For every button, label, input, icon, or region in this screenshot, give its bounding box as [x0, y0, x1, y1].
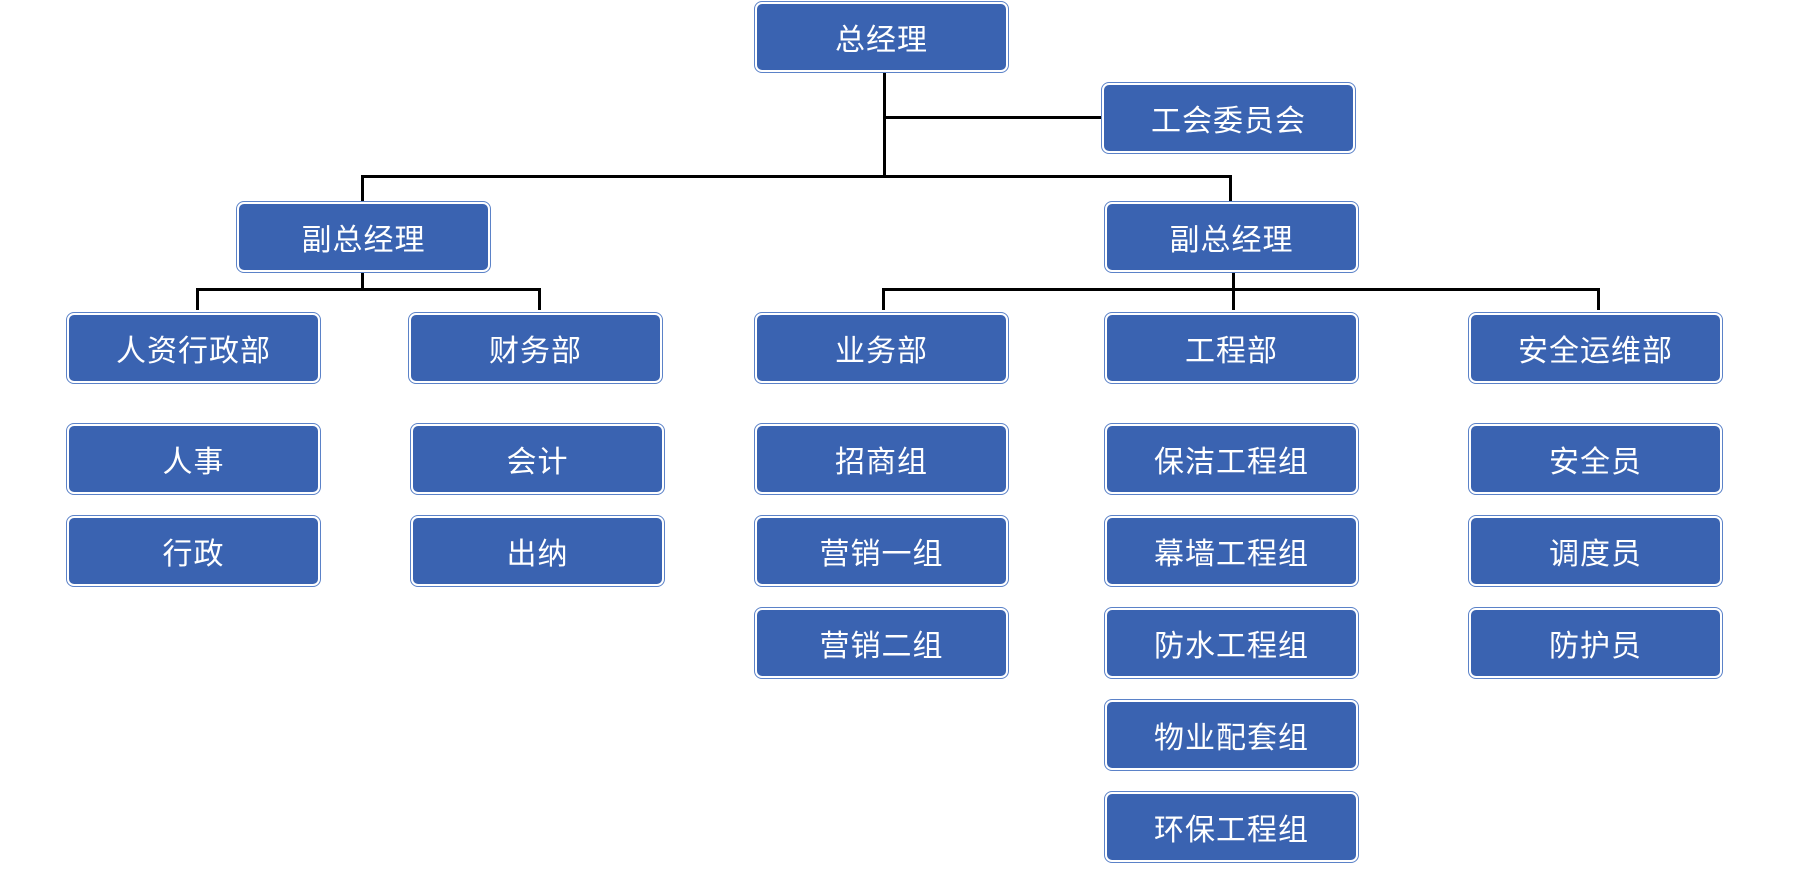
- connector-vp-left-drop: [361, 175, 364, 201]
- unit-box: 保洁工程组: [1104, 423, 1359, 495]
- unit-box: 物业配套组: [1104, 699, 1359, 771]
- connector-vp-right-drop: [1229, 175, 1232, 201]
- connector-business-drop: [882, 288, 885, 310]
- unit-box: 行政: [66, 515, 321, 587]
- vp-right-box: 副总经理: [1104, 201, 1359, 273]
- connector-right-dept-bar: [882, 288, 1600, 291]
- unit-box: 会计: [410, 423, 665, 495]
- union-box: 工会委员会: [1101, 82, 1356, 154]
- dept-business-box: 业务部: [754, 312, 1009, 384]
- connector-ceo-trunk: [883, 72, 886, 177]
- connector-safety-drop: [1597, 288, 1600, 310]
- unit-box: 防护员: [1468, 607, 1723, 679]
- unit-box: 出纳: [410, 515, 665, 587]
- unit-box: 营销一组: [754, 515, 1009, 587]
- dept-hr-admin-box: 人资行政部: [66, 312, 321, 384]
- unit-box: 防水工程组: [1104, 607, 1359, 679]
- dept-safety-box: 安全运维部: [1468, 312, 1723, 384]
- unit-box: 营销二组: [754, 607, 1009, 679]
- dept-finance-box: 财务部: [408, 312, 663, 384]
- ceo-box: 总经理: [754, 1, 1009, 73]
- connector-union: [883, 116, 1103, 119]
- connector-vp-left-down: [361, 272, 364, 291]
- unit-box: 调度员: [1468, 515, 1723, 587]
- connector-hr-drop: [196, 288, 199, 310]
- unit-box: 招商组: [754, 423, 1009, 495]
- connector-left-dept-bar: [196, 288, 541, 291]
- unit-box: 环保工程组: [1104, 791, 1359, 863]
- unit-box: 人事: [66, 423, 321, 495]
- connector-engineering-drop: [1232, 288, 1235, 310]
- connector-vp-right-down: [1232, 272, 1235, 291]
- dept-engineering-box: 工程部: [1104, 312, 1359, 384]
- connector-vp-bar: [361, 175, 1232, 178]
- vp-left-box: 副总经理: [236, 201, 491, 273]
- unit-box: 幕墙工程组: [1104, 515, 1359, 587]
- unit-box: 安全员: [1468, 423, 1723, 495]
- connector-finance-drop: [538, 288, 541, 310]
